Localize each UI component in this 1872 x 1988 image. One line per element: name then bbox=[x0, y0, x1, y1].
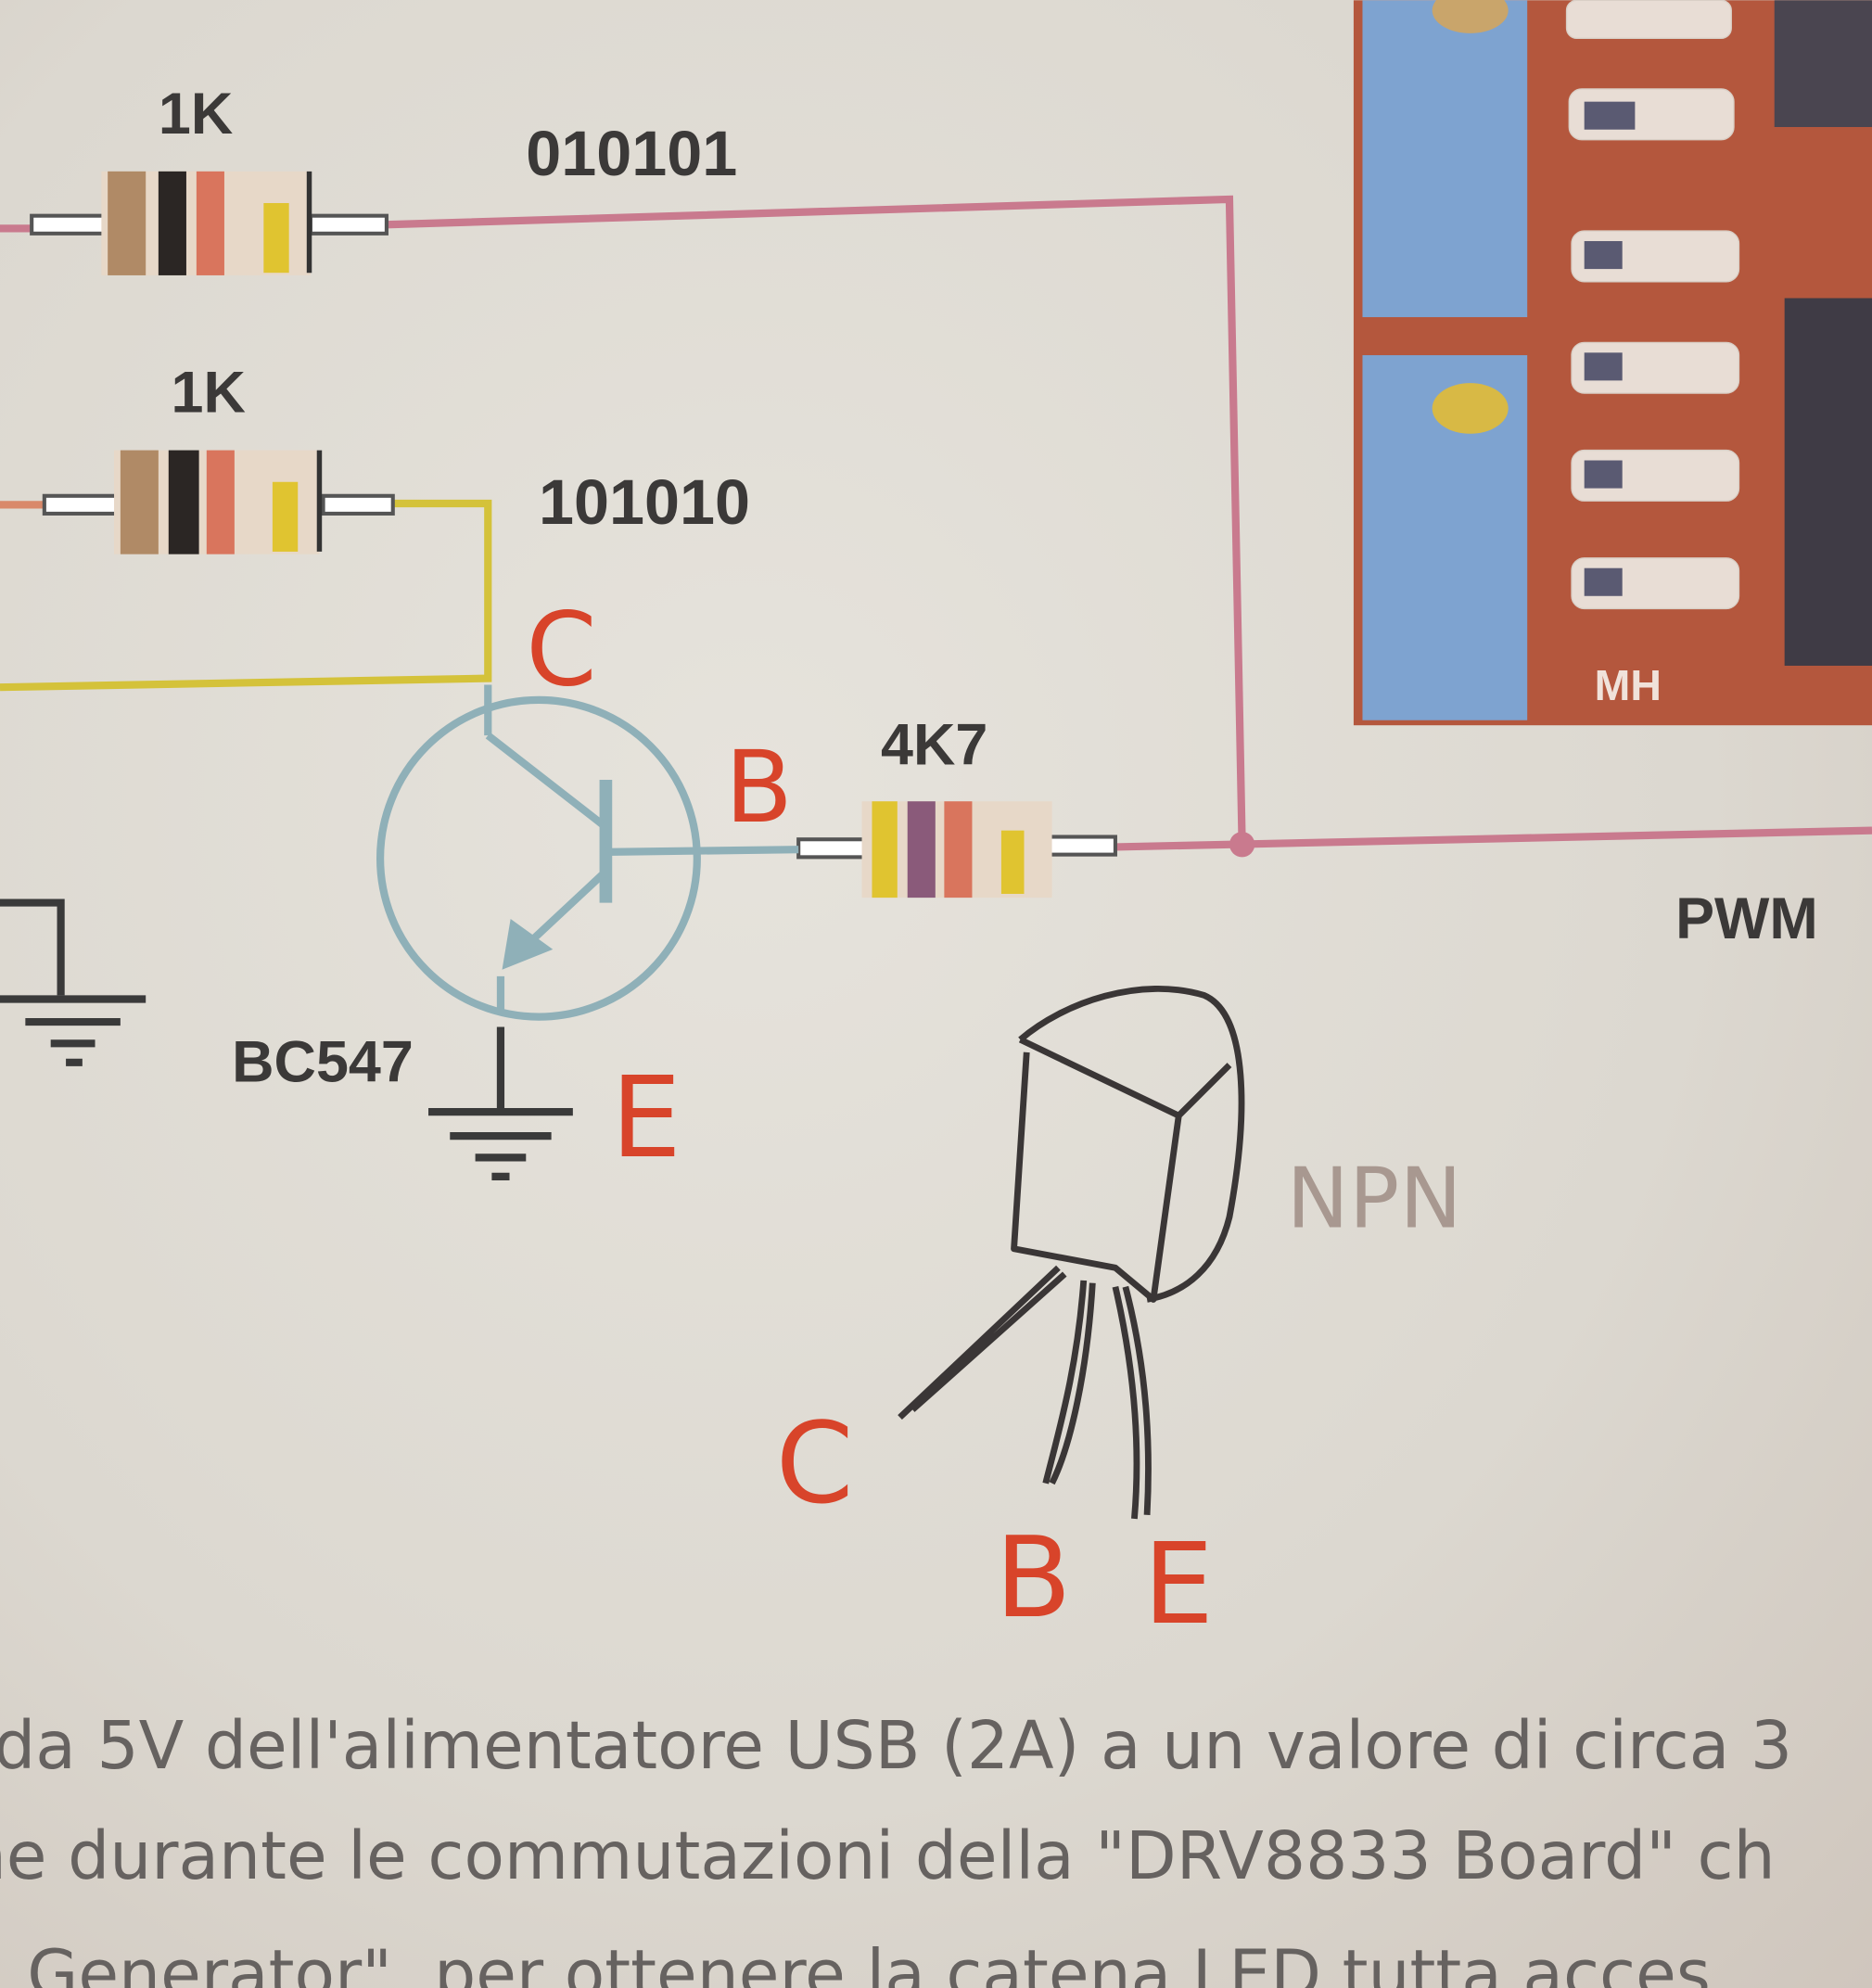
package-pin-c: C bbox=[776, 1399, 854, 1529]
board-label: MH bbox=[1595, 661, 1662, 709]
resistor-1k-middle bbox=[42, 450, 395, 554]
pink-wire-top bbox=[386, 195, 1246, 844]
junction-dot bbox=[1229, 832, 1255, 858]
signal-010101: 010101 bbox=[526, 119, 737, 189]
handwritten-npn: NPN bbox=[1286, 1151, 1461, 1248]
text-line-1: da 5V dell'alimentatore USB (2A) a un va… bbox=[0, 1707, 1792, 1784]
resistor-4k7 bbox=[796, 801, 1117, 898]
handwritten-c: C bbox=[526, 590, 596, 708]
module-board: MH bbox=[1353, 0, 1872, 726]
ground-symbol-left bbox=[0, 898, 146, 1066]
transistor-model: BC547 bbox=[232, 1029, 414, 1094]
package-pin-b: B bbox=[995, 1513, 1072, 1643]
yellow-wire bbox=[0, 499, 492, 692]
text-line-3: M Generator", per ottenere la catena LED… bbox=[0, 1935, 1711, 1988]
resistor-middle-value: 1K bbox=[172, 361, 246, 426]
pwm-label: PWM bbox=[1675, 886, 1818, 951]
handwritten-b: B bbox=[725, 731, 793, 846]
handwritten-e: E bbox=[611, 1053, 681, 1183]
resistor-base-value: 4K7 bbox=[881, 713, 987, 778]
resistor-top-value: 1K bbox=[159, 82, 233, 147]
to92-package-sketch bbox=[898, 986, 1245, 1520]
text-line-2: ne durante le commutazioni della "DRV883… bbox=[0, 1817, 1776, 1894]
resistor-1k-top bbox=[30, 171, 388, 275]
signal-101010: 101010 bbox=[539, 467, 750, 538]
ground-symbol-emitter bbox=[428, 1026, 573, 1180]
pwm-wire bbox=[1114, 826, 1872, 851]
package-pin-e: E bbox=[1143, 1520, 1214, 1650]
transistor-symbol bbox=[376, 684, 799, 1021]
